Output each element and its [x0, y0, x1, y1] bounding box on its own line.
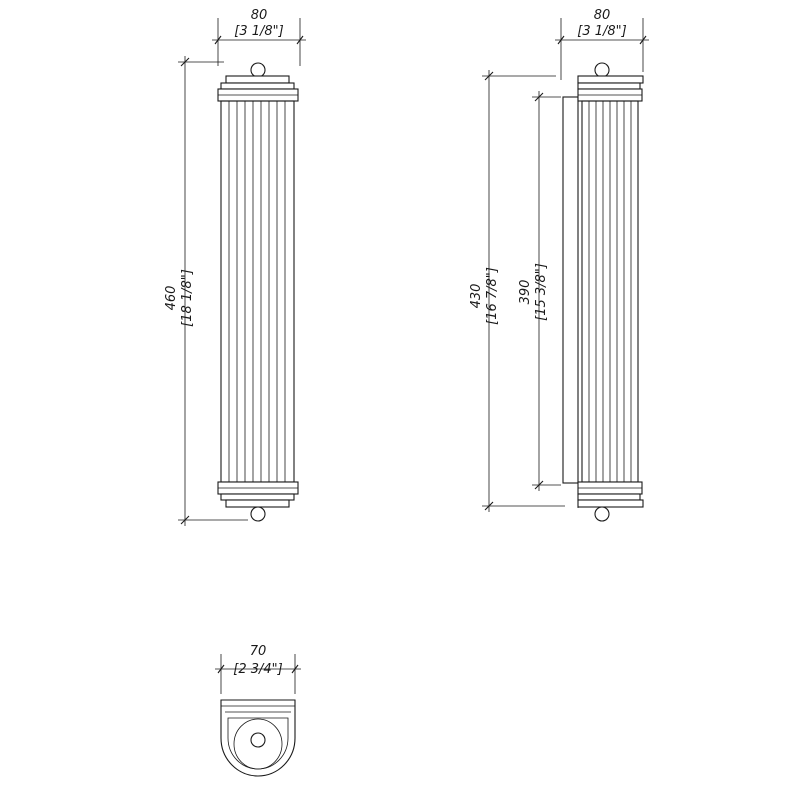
side-bottom-finial: [594, 506, 610, 522]
side-top-finial: [594, 62, 610, 78]
top-width-dimension: 70 [2 3/4"]: [215, 644, 301, 694]
front-top-finial: [250, 62, 266, 78]
side-depth-mm: 80: [594, 8, 611, 23]
front-width-inch: [3 1/8"]: [234, 24, 283, 39]
front-height-dimension: 460 [18 1/8"]: [164, 56, 248, 526]
front-bottom-finial: [250, 506, 266, 522]
side-view: 80 [3 1/8"] 430 [16 7/8"] 390 [15 3/8"]: [469, 8, 649, 522]
front-top-cap: [217, 75, 299, 102]
front-height-mm: 460: [164, 286, 179, 311]
side-overall-height-mm: 430: [469, 284, 484, 309]
front-bottom-cap: [217, 481, 299, 508]
top-width-mm: 70: [250, 644, 267, 659]
side-backplate: [562, 96, 579, 484]
side-depth-dimension: 80 [3 1/8"]: [555, 8, 649, 80]
side-overall-height-inch: [16 7/8"]: [485, 267, 500, 325]
front-height-inch: [18 1/8"]: [180, 269, 195, 327]
side-backplate-height-mm: 390: [518, 280, 533, 305]
top-view-body: [220, 699, 296, 777]
side-glass-tube: [581, 100, 639, 483]
top-view: 70 [2 3/4"]: [215, 644, 301, 777]
side-bottom-cap: [577, 481, 644, 508]
top-width-inch: [2 3/4"]: [233, 662, 282, 677]
front-view: 80 [3 1/8"] 460 [18 1/8"]: [164, 8, 306, 526]
front-width-mm: 80: [251, 8, 268, 23]
side-top-cap: [577, 75, 644, 102]
side-backplate-height-inch: [15 3/8"]: [534, 263, 549, 321]
side-backplate-height-dimension: 390 [15 3/8"]: [518, 91, 561, 491]
side-overall-height-dimension: 430 [16 7/8"]: [469, 70, 565, 512]
front-glass-tube: [220, 100, 295, 483]
side-depth-inch: [3 1/8"]: [577, 24, 626, 39]
front-width-dimension: 80 [3 1/8"]: [212, 8, 306, 66]
